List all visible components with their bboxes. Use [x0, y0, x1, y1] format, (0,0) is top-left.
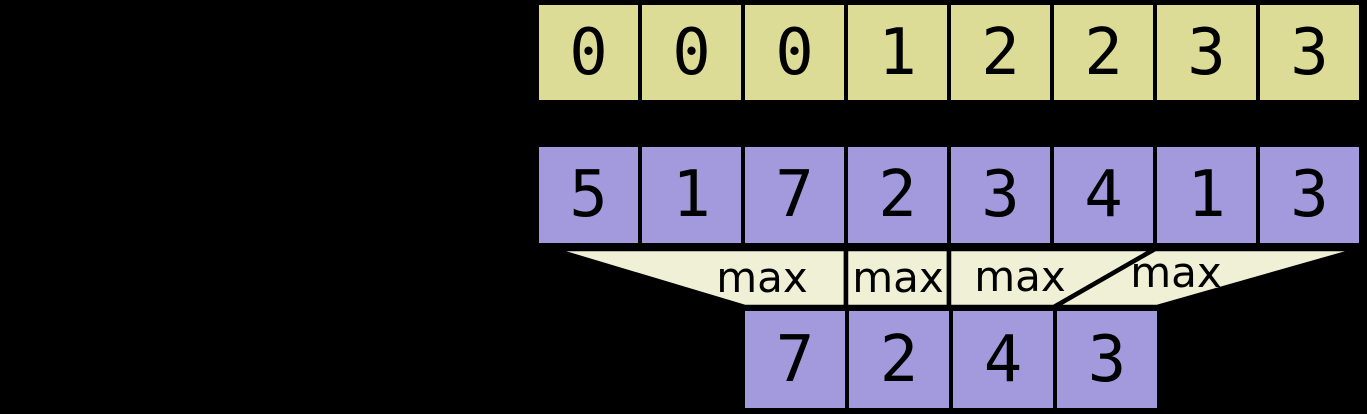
input-value-cell: 3 — [1260, 147, 1359, 243]
max-label: max — [852, 253, 944, 302]
max-label: max — [1130, 248, 1222, 297]
max-label: max — [716, 253, 808, 302]
segment-id-cell: 3 — [1260, 5, 1359, 100]
output-value-cell: 4 — [953, 311, 1053, 408]
input-values-row: 5 1 7 2 3 4 1 3 — [535, 143, 1363, 247]
output-value-cell: 2 — [849, 311, 949, 408]
input-value-cell: 1 — [1157, 147, 1256, 243]
input-value-cell: 7 — [745, 147, 844, 243]
segment-id-cell: 2 — [951, 5, 1050, 100]
input-value-cell: 1 — [642, 147, 741, 243]
output-values-row: 7 2 4 3 — [741, 307, 1161, 412]
segment-id-cell: 0 — [642, 5, 741, 100]
output-value-cell: 3 — [1057, 311, 1157, 408]
segment-id-cell: 0 — [539, 5, 638, 100]
segment-id-cell: 2 — [1054, 5, 1153, 100]
input-value-cell: 4 — [1054, 147, 1153, 243]
max-label: max — [974, 252, 1066, 301]
output-value-cell: 7 — [745, 311, 845, 408]
segment-id-cell: 3 — [1157, 5, 1256, 100]
segment-ids-row: 0 0 0 1 2 2 3 3 — [535, 1, 1363, 104]
input-value-cell: 3 — [951, 147, 1050, 243]
input-value-cell: 5 — [539, 147, 638, 243]
input-value-cell: 2 — [848, 147, 947, 243]
segment-id-cell: 0 — [745, 5, 844, 100]
segment-id-cell: 1 — [848, 5, 947, 100]
